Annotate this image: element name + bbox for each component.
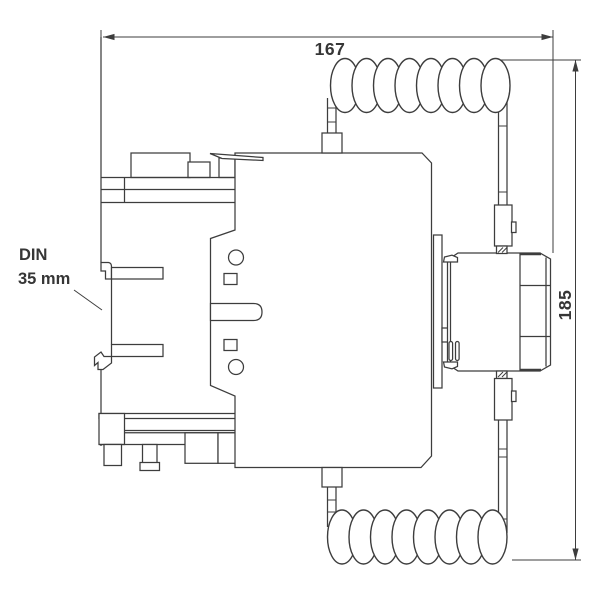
bracket-bottom-left-block [98,412,126,446]
din-label-line1: DIN [19,246,47,264]
din-tab-lower [110,343,164,358]
top-coil-wire [329,57,511,114]
height-dimension-label: 185 [555,290,575,321]
width-dimension: 167 [100,30,554,253]
contactor-body [209,152,433,469]
body-hole-lower [227,358,245,376]
connector-hatch [501,371,508,378]
din-rail-bracket [93,37,237,472]
terminal-notch [510,390,517,403]
coil-wires [321,98,517,533]
width-dimension-label: 167 [315,39,346,59]
bracket-top-wedge [209,152,264,162]
arrowhead-up-icon [572,60,579,72]
din-clip-upper-hook [100,261,113,280]
din-rail-label: DIN 35 mm [18,246,103,311]
body-hole-upper [227,249,245,266]
bracket-bottom-box-right [217,432,237,464]
wire-terminal-bottom-left [321,466,343,488]
arrowhead-down-icon [572,548,579,560]
coil-loop [477,509,508,565]
connector-hatch [497,247,504,253]
din-tab-upper [110,266,164,280]
wire-terminal-top-right [493,204,513,247]
arrowhead-right-icon [541,33,553,41]
coil-loop [480,57,511,114]
bracket-top-plate [130,152,191,179]
din-label-line2: 35 mm [18,270,70,288]
connector-hatch [497,371,504,378]
connector-hatch [501,247,508,253]
arrowhead-left-icon [103,33,115,41]
terminal-connector-top [495,245,508,255]
bottom-coil-wire [326,509,508,565]
bracket-bottom-box-left [184,432,219,464]
body-square-lower [223,338,238,352]
bracket-top-step [187,161,211,179]
wire-terminal-bottom-right [493,377,513,421]
body-square-upper [223,272,238,286]
din-leader-line [73,289,103,311]
module-clip-top [442,254,459,263]
body-slot [209,302,263,322]
vent-slot-icon [448,340,454,362]
vent-slot-icon [454,340,460,362]
din-clip-lower-hook [93,351,113,371]
terminal-notch [510,221,517,234]
module-clip-bottom [442,361,459,370]
body-outline [209,152,433,469]
bracket-foot-cap [139,461,161,472]
height-dimension: 185 [498,59,581,561]
module-outline [446,252,552,372]
module-mounting-flange [432,234,443,389]
bracket-foot-tab [141,443,158,465]
capacitor-module [432,234,552,389]
wire-terminal-top-left [321,132,343,154]
terminal-connector-bottom [495,370,508,380]
bracket-top-block [218,157,236,179]
bracket-foot-left [103,443,123,467]
